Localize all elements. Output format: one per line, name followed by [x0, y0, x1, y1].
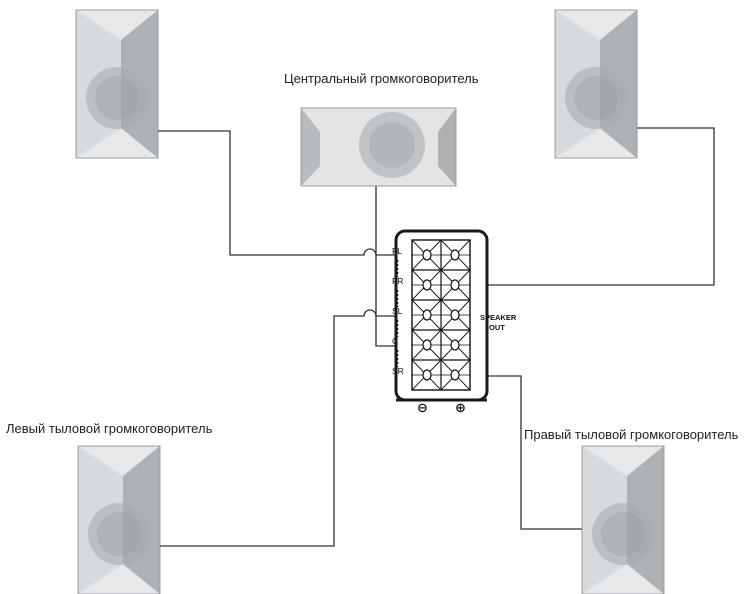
wire-rear-left: [160, 309, 430, 547]
channel-label-sl: SL: [392, 306, 403, 316]
channel-labels: FL FR SL C SR: [392, 246, 404, 376]
front-right-speaker: [554, 9, 638, 159]
negative-polarity-icon: ⊖: [417, 401, 428, 416]
wire-rear-right: [458, 375, 582, 530]
speaker-out-label-line2: OUT: [489, 323, 505, 332]
terminal-screw-icon: [450, 369, 460, 381]
rear-left-speaker: [77, 445, 161, 594]
terminal-screw-icon: [450, 339, 460, 351]
terminal-screw-icon: [450, 249, 460, 261]
channel-label-fr: FR: [392, 276, 403, 286]
terminal-screw-icon: [422, 369, 432, 381]
terminal-screw-icon: [422, 339, 432, 351]
terminal-screw-icon: [422, 249, 432, 261]
positive-polarity-icon: ⊕: [455, 401, 466, 416]
channel-label-fl: FL: [392, 246, 402, 256]
terminal-grid: [411, 239, 471, 391]
center-speaker: [300, 107, 457, 187]
speaker-out-label-line1: SPEAKER: [480, 313, 517, 322]
terminal-screw-icon: [450, 279, 460, 291]
terminal-screw-icon: [422, 309, 432, 321]
terminal-screw-icon: [450, 309, 460, 321]
wire-front-right: [458, 127, 715, 286]
channel-label-c: C: [392, 336, 398, 346]
front-left-speaker: [75, 9, 159, 159]
center-speaker-label: Центральный громкоговоритель: [284, 71, 479, 86]
speaker-terminal-panel: FL FR SL C SR SPEAKER OUT ⊖ ⊕: [392, 229, 517, 416]
channel-label-sr: SR: [392, 366, 404, 376]
rear-left-speaker-label: Левый тыловой громкоговоритель: [6, 421, 213, 436]
rear-right-speaker: [581, 445, 665, 594]
rear-right-speaker-label: Правый тыловой громкоговоритель: [524, 427, 739, 442]
terminal-screw-icon: [422, 279, 432, 291]
